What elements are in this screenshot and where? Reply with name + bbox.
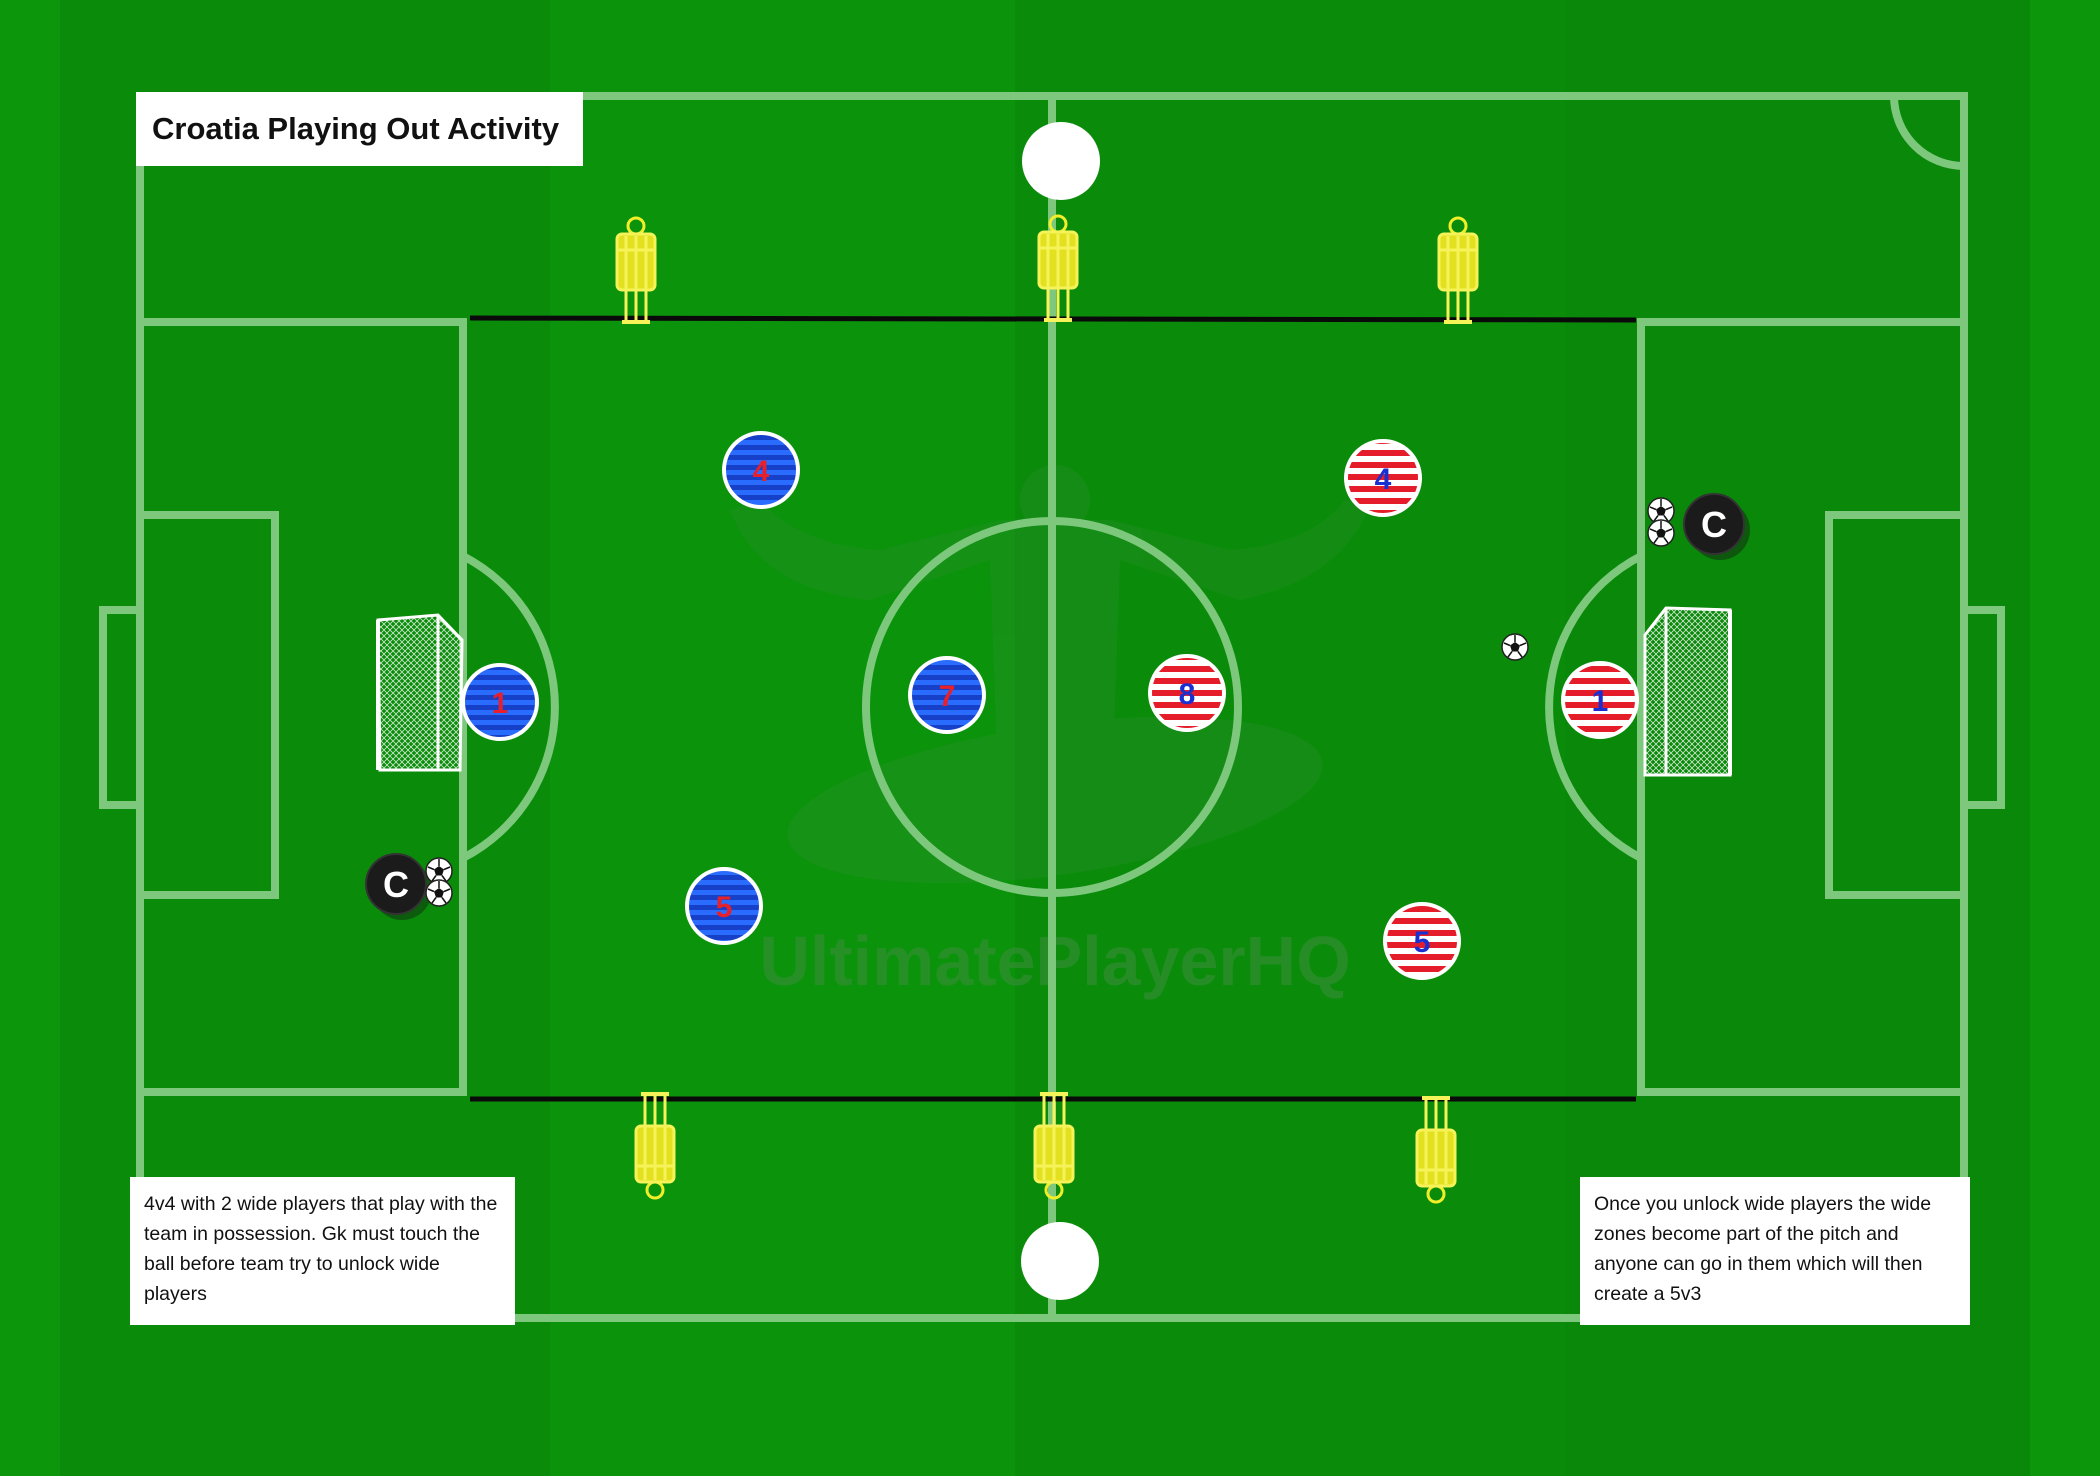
mannequin-icon [1033,1092,1075,1200]
svg-text:7: 7 [939,680,956,713]
note-left: 4v4 with 2 wide players that play with t… [130,1177,515,1325]
coach-label: C [1701,504,1727,545]
svg-text:4: 4 [1375,463,1392,496]
coach-right: C [1683,493,1750,560]
mannequin-icon [634,1092,676,1200]
soccer-ball-icon [425,879,453,907]
red-player-8: 8 [1148,654,1226,732]
red-player-5: 5 [1383,902,1461,980]
mannequin-icon [1415,1096,1457,1204]
svg-text:1: 1 [492,687,509,720]
red-player-gk: 1 [1561,661,1639,739]
note-right: Once you unlock wide players the wide zo… [1580,1177,1970,1325]
svg-text:1: 1 [1592,685,1609,718]
blue-player-4: 4 [722,431,800,509]
blue-player-7: 7 [908,656,986,734]
soccer-ball-icon [1647,519,1675,547]
goal-net-icon-right [1643,606,1732,777]
soccer-ball-icon [1501,633,1529,661]
mannequin-icon [1437,216,1479,324]
pitch-lines [99,92,2005,1322]
coach-label: C [383,864,409,905]
coach-left: C [365,853,432,920]
blue-player-gk: 1 [461,663,539,741]
marker-disc-top [1022,122,1100,200]
mannequin-icon [1037,214,1079,322]
mannequin-icon [615,216,657,324]
red-player-4: 4 [1344,439,1422,517]
goal-net-icon-left [376,613,464,772]
svg-text:5: 5 [1414,926,1431,959]
svg-text:4: 4 [753,455,770,488]
svg-text:5: 5 [716,891,733,924]
blue-player-5: 5 [685,867,763,945]
svg-text:8: 8 [1179,678,1196,711]
page-title: Croatia Playing Out Activity [136,92,583,166]
marker-disc-bottom [1021,1222,1099,1300]
